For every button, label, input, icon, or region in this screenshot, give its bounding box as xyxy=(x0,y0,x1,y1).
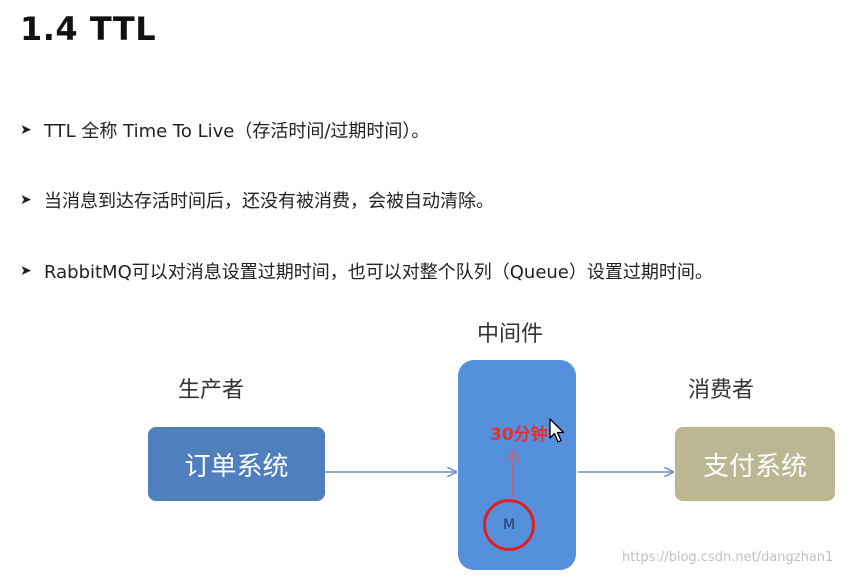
bullet-text-3: RabbitMQ可以对消息设置过期时间，也可以对整个队列（Queue）设置过期时… xyxy=(44,262,713,283)
payment-system-box: 支付系统 xyxy=(675,427,835,501)
ttl-duration-label: 30分钟 xyxy=(490,425,548,445)
slide-title: 1.4 TTL xyxy=(20,10,157,48)
order-system-box: 订单系统 xyxy=(148,427,325,501)
middleware-label: 中间件 xyxy=(477,322,544,347)
bullet-item-3: ➤ RabbitMQ可以对消息设置过期时间，也可以对整个队列（Queue）设置过… xyxy=(20,258,713,284)
bullet-item-1: ➤ TTL 全称 Time To Live（存活时间/过期时间）。 xyxy=(20,117,429,143)
bullet-item-2: ➤ 当消息到达存活时间后，还没有被消费，会被自动清除。 xyxy=(20,187,494,213)
consumer-label: 消费者 xyxy=(688,378,755,403)
mouse-cursor-icon xyxy=(549,418,565,443)
watermark-text: https://blog.csdn.net/dangzhan1 xyxy=(622,550,834,565)
producer-label: 生产者 xyxy=(178,378,245,403)
message-circle: M xyxy=(483,499,535,551)
bullet-text-1: TTL 全称 Time To Live（存活时间/过期时间）。 xyxy=(44,121,430,142)
message-label: M xyxy=(502,517,516,533)
bullet-arrow-icon: ➤ xyxy=(20,263,32,279)
bullet-text-2: 当消息到达存活时间后，还没有被消费，会被自动清除。 xyxy=(44,191,494,212)
bullet-arrow-icon: ➤ xyxy=(20,122,32,138)
bullet-arrow-icon: ➤ xyxy=(20,192,32,208)
